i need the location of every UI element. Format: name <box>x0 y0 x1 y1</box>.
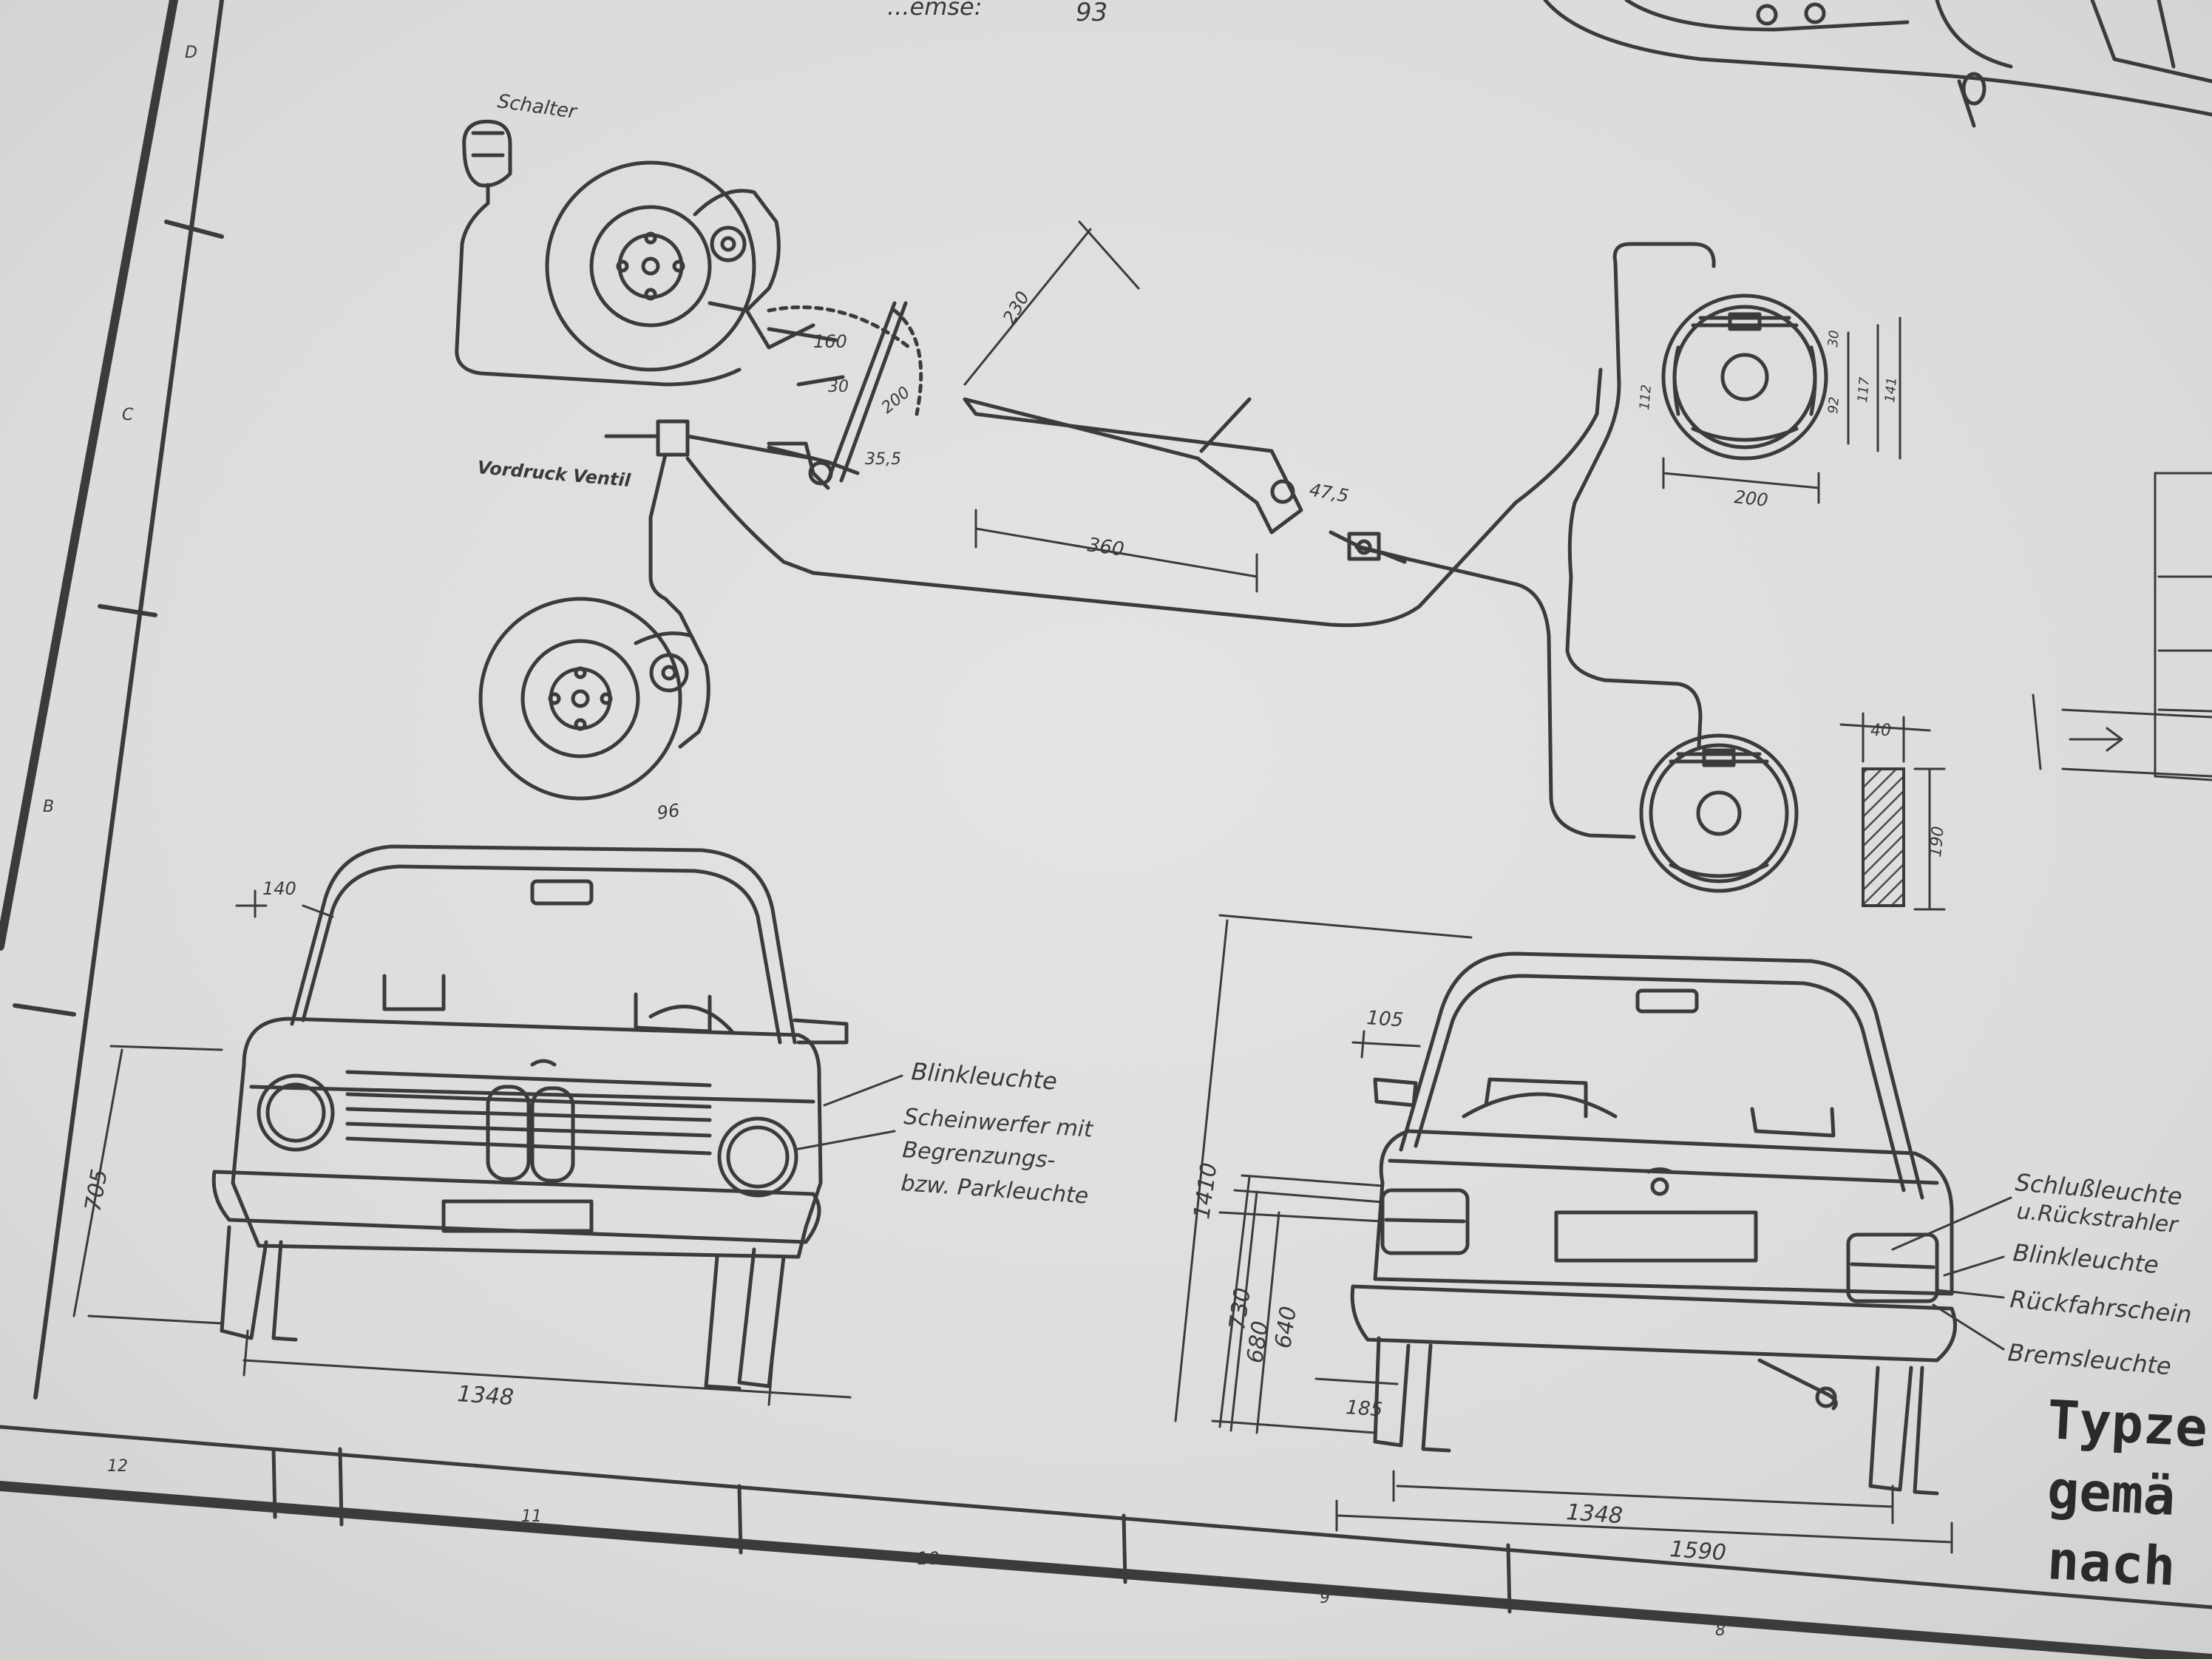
front-disc-upper <box>545 160 815 372</box>
title-line-2: gemä <box>2046 1459 2177 1527</box>
title-block: Typze gemä nach <box>2046 1388 2209 1598</box>
title-line-1: Typze <box>2046 1388 2209 1459</box>
dim-680: 680 <box>1242 1320 1274 1365</box>
dim-140: 140 <box>262 878 296 899</box>
header-top-text: ...emse: <box>887 0 983 21</box>
dim-1590: 1590 <box>1669 1536 1727 1566</box>
rear-callout-lines <box>1891 1196 2012 1351</box>
brake-switch <box>455 119 742 387</box>
dim-640: 640 <box>1270 1305 1302 1351</box>
dim-730: 730 <box>1224 1286 1256 1332</box>
frame-number-11: 11 <box>521 1507 542 1526</box>
frame-letter-c: C <box>122 406 134 424</box>
front-disc-lower <box>478 597 710 801</box>
dim-185: 185 <box>1346 1397 1384 1421</box>
handbrake-lever <box>963 397 1407 564</box>
dim-141: 141 <box>1882 376 1900 403</box>
brake-system-diagram: Schalter <box>455 90 1948 911</box>
side-view-fragment <box>1543 0 2212 128</box>
frame-letter-d: D <box>185 44 197 62</box>
brake-lines <box>604 242 1716 839</box>
frame-number-10: 10 <box>917 1548 940 1569</box>
dim-360: 360 <box>1086 534 1125 561</box>
rear-view-dims <box>1174 914 1953 1554</box>
front-view-dims <box>72 889 852 1406</box>
dim-30: 30 <box>828 378 849 396</box>
frame-number-8: 8 <box>1715 1621 1726 1640</box>
lining-section <box>1839 712 1946 911</box>
rear-drum-upper <box>1661 294 1828 461</box>
handbrake-dimensions <box>963 220 1258 593</box>
dim-1348-rear: 1348 <box>1565 1499 1624 1529</box>
front-callout-lines <box>793 1074 903 1151</box>
dim-35-5: 35,5 <box>865 450 901 469</box>
dim-190: 190 <box>1927 826 1948 858</box>
dim-92: 92 <box>1825 396 1842 415</box>
title-line-3: nach <box>2046 1529 2177 1598</box>
dim-200-drum: 200 <box>1733 486 1768 511</box>
frame-number-9: 9 <box>1320 1589 1330 1607</box>
frame-number-12: 12 <box>107 1457 128 1476</box>
rear-drum-lower <box>1639 733 1799 893</box>
dim-1348-front: 1348 <box>456 1381 515 1411</box>
right-edge-fragment <box>2032 472 2212 781</box>
dim-96: 96 <box>656 800 681 824</box>
frame-letter-b: B <box>43 798 54 816</box>
dim-117: 117 <box>1855 376 1873 404</box>
dim-105: 105 <box>1366 1007 1405 1031</box>
dim-112: 112 <box>1637 384 1655 410</box>
rear-drum-upper-dims <box>1662 316 1901 504</box>
header-top-value: 93 <box>1076 0 1107 27</box>
dim-30-drum: 30 <box>1825 330 1842 348</box>
dim-160: 160 <box>813 331 847 352</box>
brake-pedal-assembly <box>767 301 923 490</box>
dim-40: 40 <box>1870 722 1891 740</box>
